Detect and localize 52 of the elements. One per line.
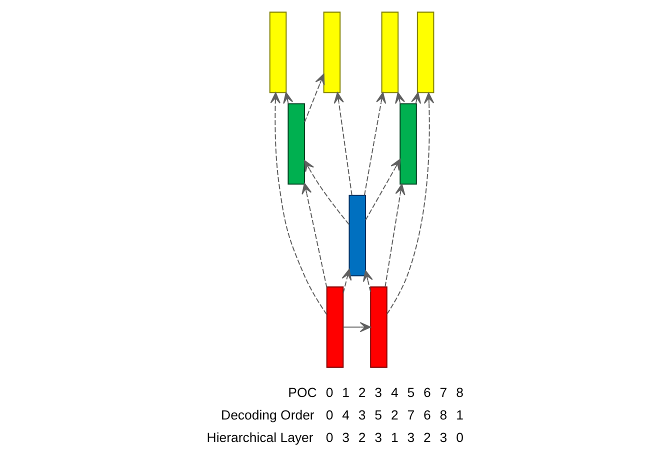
label: POC xyxy=(288,385,316,400)
arrow xyxy=(282,92,293,104)
label: 6 xyxy=(423,408,430,423)
label: Decoding Order xyxy=(220,408,314,423)
node-bar xyxy=(380,12,398,94)
label: 4 xyxy=(342,408,349,423)
label: 3 xyxy=(374,430,382,446)
label: 0 xyxy=(325,408,333,423)
label: Hierarchical Layer xyxy=(206,430,313,446)
arrow xyxy=(394,92,404,104)
arrow xyxy=(270,92,327,315)
label: 2 xyxy=(390,408,398,423)
label: 3 xyxy=(374,385,382,400)
label: 1 xyxy=(342,385,349,400)
label: 6 xyxy=(423,385,430,400)
label: 5 xyxy=(406,385,414,400)
arrow xyxy=(341,268,352,294)
label: 2 xyxy=(423,430,430,446)
label: 2 xyxy=(358,385,366,400)
arrow xyxy=(363,92,386,196)
arrow xyxy=(301,182,327,288)
node-bar xyxy=(326,286,344,368)
arrow xyxy=(342,322,370,332)
label: 5 xyxy=(374,408,382,423)
label: 1 xyxy=(390,430,398,446)
label: 2 xyxy=(358,430,366,446)
label: 8 xyxy=(456,385,463,400)
arrow xyxy=(362,270,372,292)
arrow xyxy=(384,184,405,287)
arrow xyxy=(386,92,434,314)
arrow xyxy=(304,74,324,122)
node-bar xyxy=(348,194,366,276)
label: 0 xyxy=(456,430,463,446)
label: 0 xyxy=(325,385,333,400)
label: 8 xyxy=(439,408,447,423)
label: 4 xyxy=(390,385,398,400)
node-bar xyxy=(370,286,387,368)
label: 7 xyxy=(406,408,414,423)
label: 1 xyxy=(456,408,463,423)
arrow xyxy=(364,158,400,220)
label: 0 xyxy=(325,430,333,446)
arrow xyxy=(410,92,421,104)
arrow xyxy=(304,160,349,225)
label: 3 xyxy=(406,430,414,446)
label: 3 xyxy=(342,430,349,446)
label: 3 xyxy=(439,430,447,446)
node-bar xyxy=(268,12,286,94)
label: 7 xyxy=(439,385,447,400)
node-bar xyxy=(322,12,340,94)
label: 3 xyxy=(358,408,366,423)
arrow xyxy=(333,92,352,196)
node-bar xyxy=(416,12,434,94)
